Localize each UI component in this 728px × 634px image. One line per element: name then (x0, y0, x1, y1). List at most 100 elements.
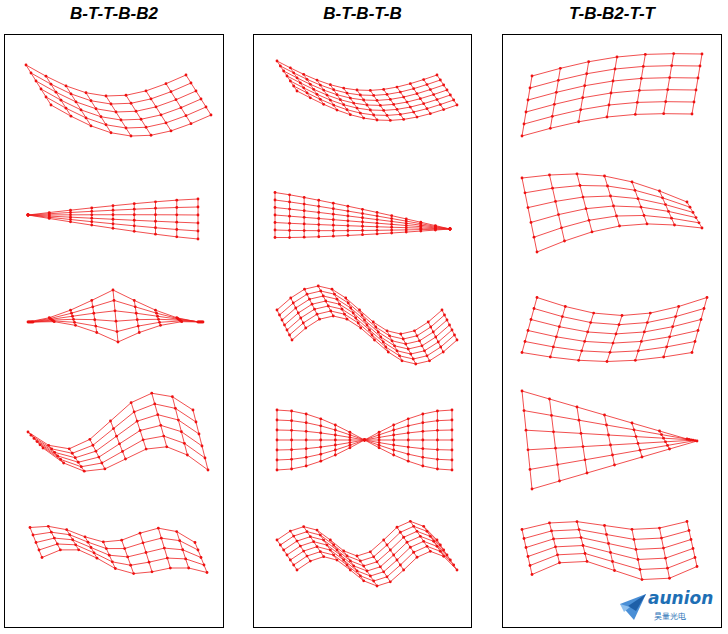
mesh-point (374, 326, 377, 329)
mesh-point (696, 565, 699, 568)
mesh-point (278, 314, 281, 317)
mesh-line (26, 65, 186, 96)
mesh-point (317, 211, 320, 214)
mesh-line (377, 212, 378, 233)
mesh-line (531, 206, 696, 222)
mesh-line (522, 114, 692, 136)
mesh-point (346, 564, 349, 567)
mesh-point (421, 421, 424, 424)
mesh-point (306, 293, 309, 296)
mesh-point (449, 228, 452, 231)
mesh-point (50, 104, 53, 107)
mesh-point (524, 191, 527, 194)
mesh-point (693, 101, 696, 104)
mesh-line (522, 76, 532, 136)
mesh-line (287, 536, 447, 571)
mesh-line (294, 86, 454, 115)
mesh-point (319, 84, 322, 87)
mesh-line (37, 425, 202, 462)
mesh-point (133, 230, 136, 233)
mesh-point (439, 346, 442, 349)
mesh-point (332, 104, 335, 107)
mesh-point (407, 460, 410, 463)
mesh-point (527, 206, 530, 209)
mesh-point (668, 577, 671, 580)
mesh-line (284, 71, 444, 100)
mesh-point (674, 315, 677, 318)
mesh-point (414, 363, 417, 366)
mesh-point (612, 80, 615, 83)
mesh-point (125, 127, 128, 130)
mesh-point (299, 81, 302, 84)
mesh-line (370, 552, 390, 582)
mesh-point (548, 174, 551, 177)
mesh-line (318, 200, 319, 236)
mesh-point (449, 228, 452, 231)
mesh-point (200, 98, 203, 101)
mesh-point (313, 308, 316, 311)
mesh-line (437, 540, 457, 570)
mesh-point (342, 103, 345, 106)
mesh-line (528, 440, 693, 450)
mesh-point (156, 413, 159, 416)
mesh-line (607, 316, 622, 362)
mesh-point (606, 185, 609, 188)
mesh-point (416, 530, 419, 533)
mesh-point (39, 443, 42, 446)
mesh-point (274, 191, 277, 194)
mesh-line (158, 528, 170, 568)
mesh-line (532, 54, 702, 76)
mesh-point (361, 216, 364, 219)
mesh-line (70, 210, 71, 222)
mesh-point (429, 88, 432, 91)
mesh-line (92, 300, 97, 332)
mesh-point (124, 458, 127, 461)
mesh-point (586, 560, 589, 563)
mesh-point (356, 555, 359, 558)
mesh-point (319, 453, 322, 456)
mesh-point (84, 535, 87, 538)
mesh-point (317, 235, 320, 238)
mesh-line (284, 531, 444, 566)
mesh-point (592, 312, 595, 315)
mesh-point (582, 445, 585, 448)
mesh-point (634, 189, 637, 192)
mesh-point (90, 210, 93, 213)
mesh-point (531, 573, 534, 576)
mesh-line (277, 440, 452, 460)
mesh-point (339, 554, 342, 557)
mesh-line (687, 522, 697, 567)
mesh-point (557, 213, 560, 216)
mesh-point (175, 199, 178, 202)
mesh (276, 60, 459, 122)
mesh-point (126, 555, 129, 558)
mesh-point (363, 439, 366, 442)
mesh-point (30, 434, 33, 437)
mesh-point (94, 450, 97, 453)
mesh-line (318, 286, 333, 316)
mesh-point (521, 390, 524, 393)
mesh-point (605, 424, 608, 427)
mesh-point (112, 213, 115, 216)
mesh-point (68, 447, 71, 450)
mesh-point (317, 217, 320, 220)
mesh-point (386, 544, 389, 547)
mesh-point (291, 339, 294, 342)
mesh-point (660, 433, 663, 436)
mesh-point (65, 107, 68, 110)
mesh-point (386, 575, 389, 578)
mesh-point (170, 90, 173, 93)
mesh-line (113, 206, 114, 229)
mesh-point (153, 403, 156, 406)
mesh-point (557, 79, 560, 82)
mesh-point (349, 307, 352, 310)
mesh-line (275, 193, 276, 238)
mesh-point (609, 551, 612, 554)
mesh-point (637, 558, 640, 561)
mesh-point (451, 429, 454, 432)
mesh-line (317, 80, 337, 110)
mesh-point (412, 87, 415, 90)
mesh-line (687, 202, 702, 228)
mesh-point (326, 544, 329, 547)
mesh-line (526, 538, 691, 550)
